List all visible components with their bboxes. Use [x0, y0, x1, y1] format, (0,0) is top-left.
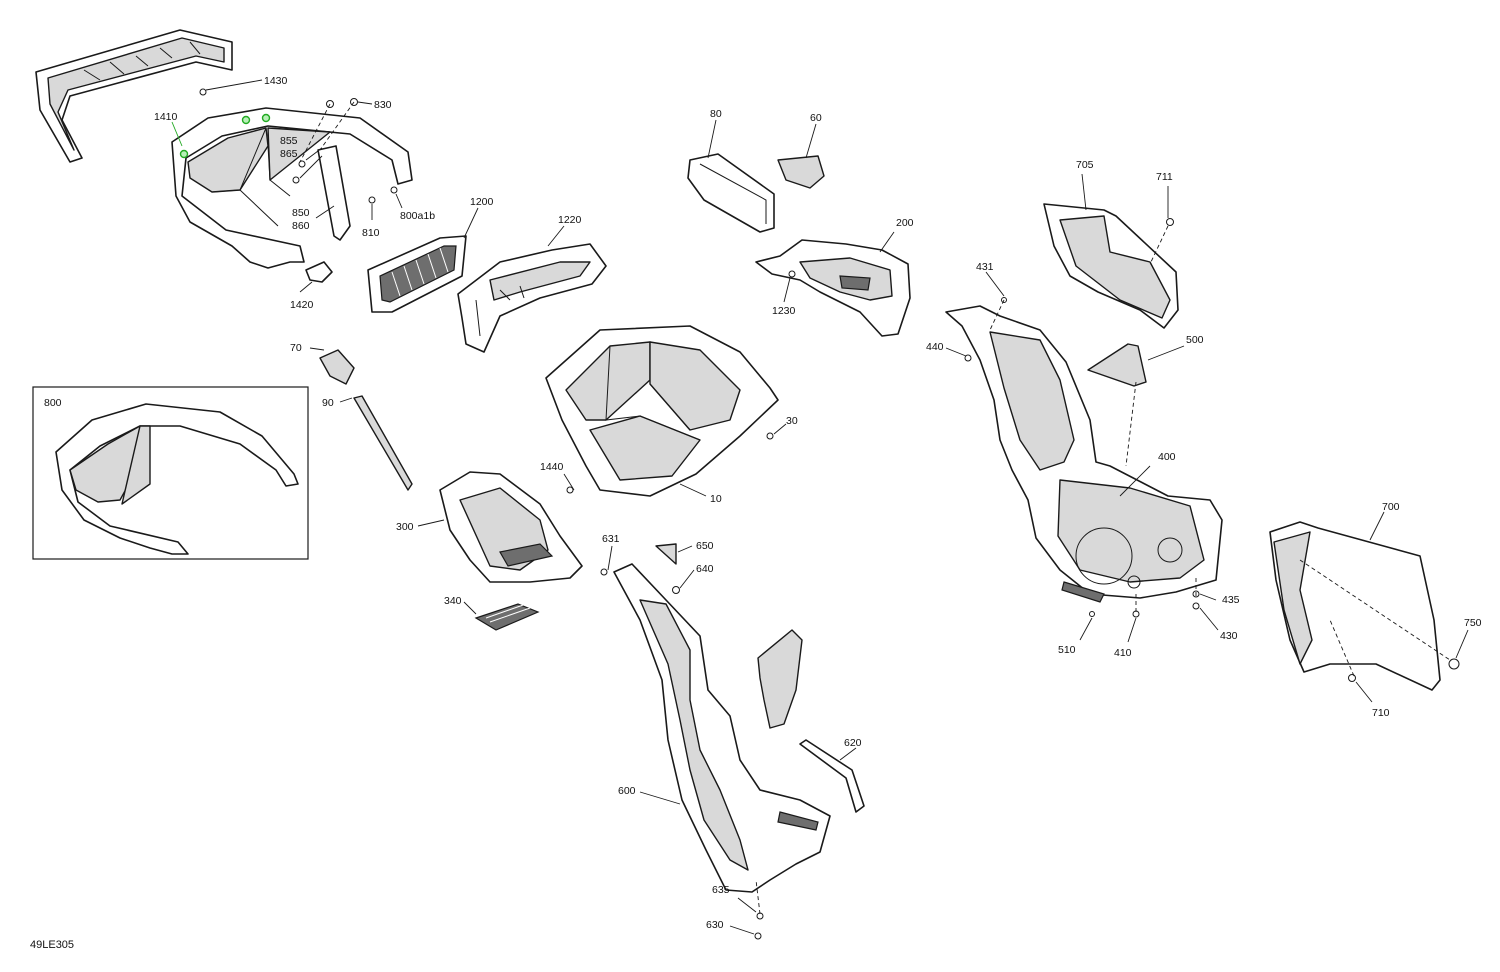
- part-10-storage-bin[interactable]: [545, 325, 779, 497]
- callout-200: 200: [896, 217, 914, 229]
- part-1430-front-bumper-bar[interactable]: [35, 29, 233, 163]
- callout-510: 510: [1058, 644, 1076, 656]
- part-90-strip[interactable]: [353, 395, 413, 491]
- callout-430: 430: [1220, 630, 1238, 642]
- figure-id: 49LE305: [30, 939, 74, 951]
- part-710-screw[interactable]: [1348, 674, 1356, 682]
- callout-500: 500: [1186, 334, 1204, 346]
- callout-635: 635: [712, 884, 730, 896]
- part-1440-screw[interactable]: [566, 486, 574, 494]
- part-700-rear-side-panel[interactable]: [1269, 521, 1441, 691]
- callout-705: 705: [1076, 159, 1094, 171]
- callout-620: 620: [844, 737, 862, 749]
- part-430-screw[interactable]: [1192, 602, 1200, 610]
- inset-800-rack-assembly: [32, 386, 309, 560]
- callout-855: 855: [280, 135, 298, 147]
- part-340-vent[interactable]: [474, 603, 540, 631]
- callout-631: 631: [602, 533, 620, 545]
- leader-lines: [171, 79, 1469, 935]
- callout-340: 340: [444, 595, 462, 607]
- part-711-screw[interactable]: [1166, 218, 1174, 226]
- part-60-lens[interactable]: [777, 155, 825, 189]
- part-440-clip[interactable]: [964, 354, 972, 362]
- part-1220-front-fascia[interactable]: [457, 243, 607, 353]
- callout-600: 600: [618, 785, 636, 797]
- callout-1200: 1200: [470, 196, 494, 208]
- part-850-bracket[interactable]: [317, 145, 351, 241]
- part-631-screw[interactable]: [600, 568, 608, 576]
- callout-860: 860: [292, 220, 310, 232]
- callout-750: 750: [1464, 617, 1482, 629]
- callout-1230: 1230: [772, 305, 796, 317]
- callout-865: 865: [280, 148, 298, 160]
- part-1230-screw[interactable]: [788, 270, 796, 278]
- part-500-patch[interactable]: [1087, 343, 1147, 387]
- callout-1420: 1420: [290, 299, 314, 311]
- assembly-dashed-lines: [299, 101, 1451, 915]
- callout-60: 60: [810, 112, 822, 124]
- callout-80: 80: [710, 108, 722, 120]
- callout-640: 640: [696, 563, 714, 575]
- part-400-side-body-panel[interactable]: [945, 305, 1223, 599]
- part-1200-grille[interactable]: [367, 235, 467, 313]
- part-80-pad[interactable]: [687, 153, 775, 233]
- part-750-grommet[interactable]: [1448, 658, 1460, 670]
- part-1430-screw[interactable]: [199, 88, 207, 96]
- part-800a1b-nut[interactable]: [390, 186, 398, 194]
- callout-10: 10: [710, 493, 722, 505]
- callout-400: 400: [1158, 451, 1176, 463]
- callout-440: 440: [926, 341, 944, 353]
- callout-70: 70: [290, 342, 302, 354]
- part-200-dash-bracket[interactable]: [755, 239, 911, 337]
- part-1420-clip[interactable]: [305, 261, 333, 283]
- part-640-nut[interactable]: [672, 586, 680, 594]
- callout-800a1b: 800a1b: [400, 210, 435, 222]
- callout-850: 850: [292, 207, 310, 219]
- callout-410: 410: [1114, 647, 1132, 659]
- callout-30: 30: [786, 415, 798, 427]
- part-600-shield[interactable]: [757, 629, 803, 729]
- part-1410-rack-frame[interactable]: [171, 107, 413, 269]
- part-620-tube[interactable]: [799, 739, 865, 813]
- callout-710: 710: [1372, 707, 1390, 719]
- callout-700: 700: [1382, 501, 1400, 513]
- callout-1440: 1440: [540, 461, 564, 473]
- callout-435: 435: [1222, 594, 1240, 606]
- part-600-lower-front-panel[interactable]: [613, 563, 831, 893]
- part-865-bolt[interactable]: [292, 176, 300, 184]
- inset-callout-800: 800: [44, 397, 62, 409]
- part-510-screw[interactable]: [1089, 611, 1095, 617]
- callout-810: 810: [362, 227, 380, 239]
- callout-labels: 1430 830 1410 855 865 850 860 810 800a1b…: [44, 75, 1482, 931]
- part-300-lower-panel[interactable]: [439, 471, 583, 583]
- part-510-grille[interactable]: [1061, 581, 1105, 603]
- part-810-screw[interactable]: [368, 196, 376, 204]
- callout-90: 90: [322, 397, 334, 409]
- callout-650: 650: [696, 540, 714, 552]
- callout-1410: 1410: [154, 111, 178, 123]
- callout-830: 830: [374, 99, 392, 111]
- part-855-washer[interactable]: [298, 160, 306, 168]
- part-630-screw[interactable]: [754, 932, 762, 940]
- part-650-cap[interactable]: [655, 543, 677, 565]
- part-30-screw[interactable]: [766, 432, 774, 440]
- callout-300: 300: [396, 521, 414, 533]
- part-705-side-panel[interactable]: [1043, 203, 1179, 329]
- callout-431: 431: [976, 261, 994, 273]
- callout-711: 711: [1156, 171, 1173, 183]
- part-70-cover[interactable]: [319, 349, 355, 385]
- callout-1220: 1220: [558, 214, 582, 226]
- callout-630: 630: [706, 919, 724, 931]
- callout-1430: 1430: [264, 75, 288, 87]
